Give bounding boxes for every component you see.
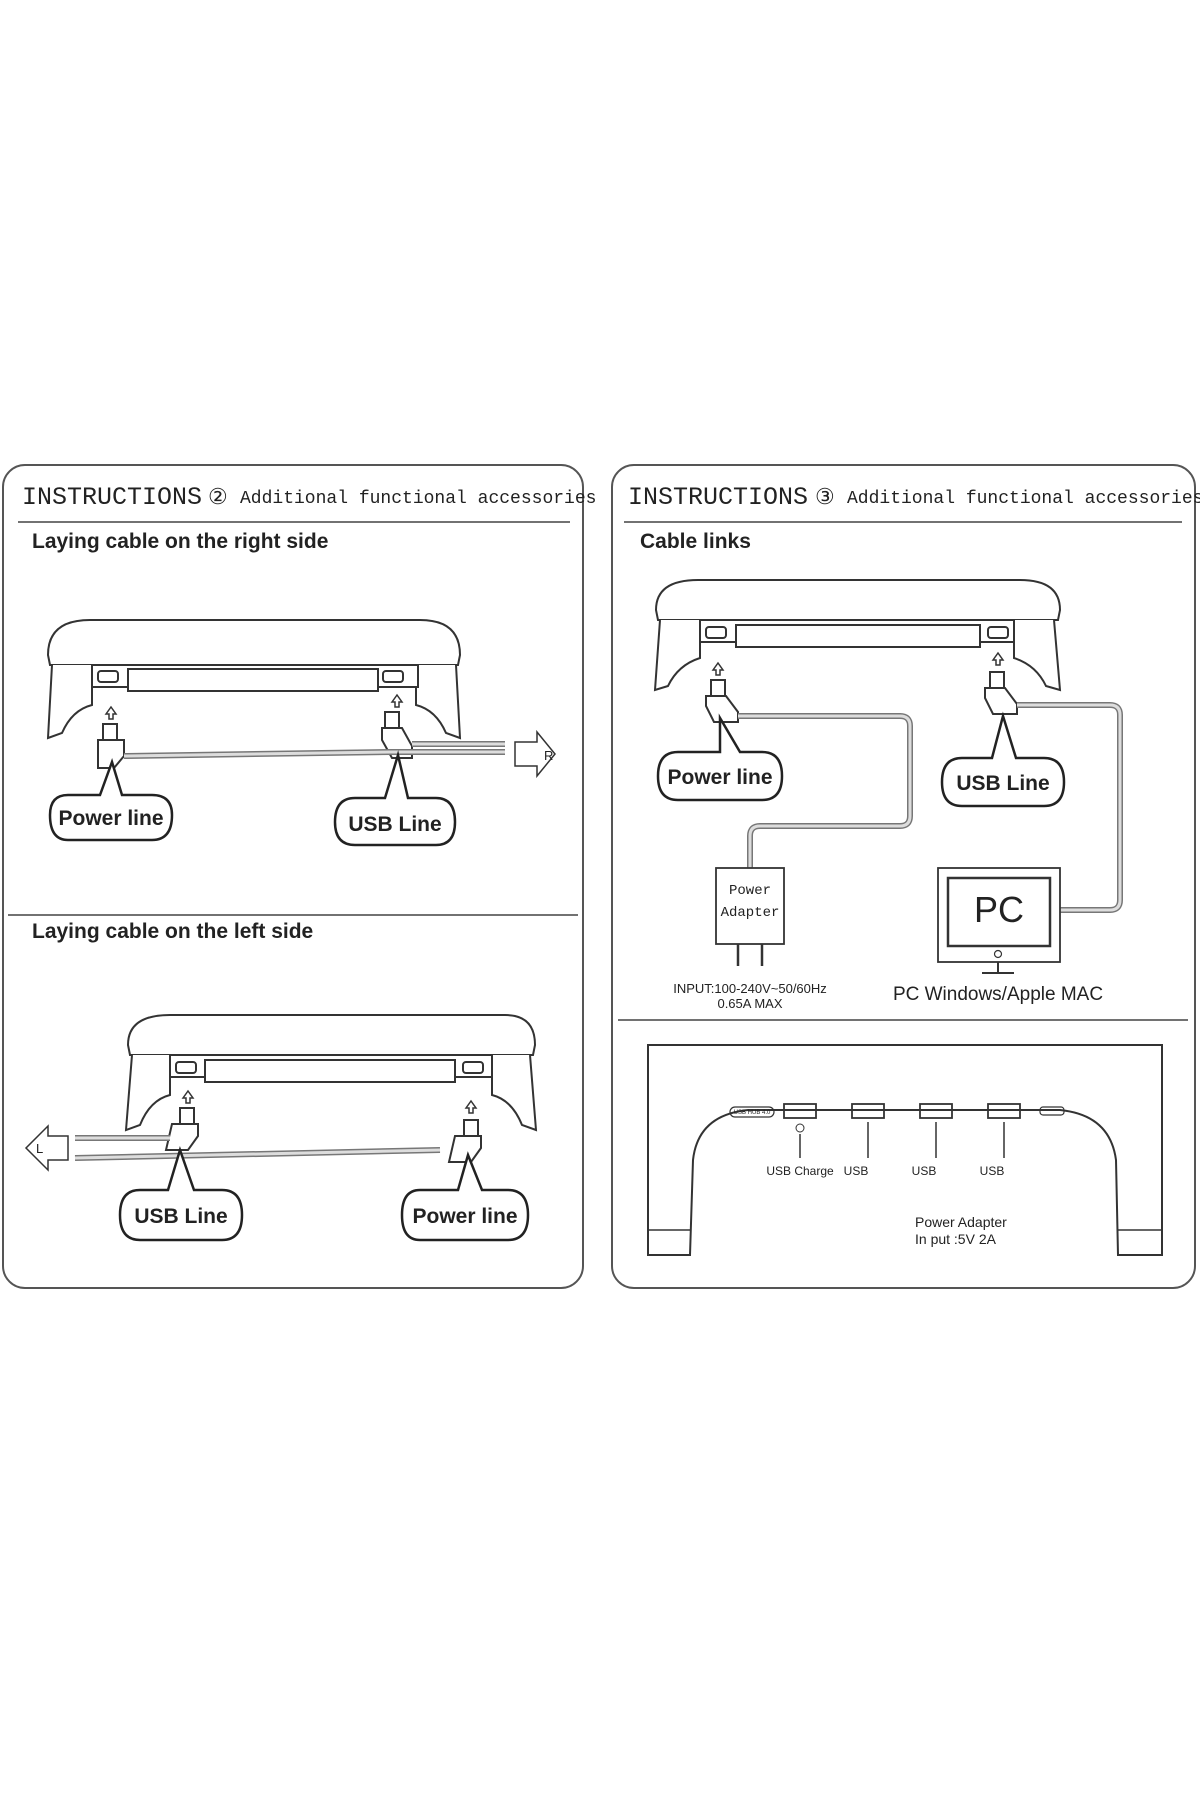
port-label-usb-charge: USB Charge [766,1164,834,1178]
panel-right-header-subtitle: Additional functional accessories [847,489,1200,509]
power-adapter-spec-line2: In put :5V 2A [915,1231,997,1247]
callout-usb-line-2: USB Line [118,1145,244,1242]
panel-right-header-title: INSTRUCTIONS [628,483,808,512]
panel-right-header-number: ③ [815,484,835,509]
arrow-l-label: L [36,1141,43,1156]
callout-power-line-3-label: Power line [667,766,772,789]
callout-power-line-1-label: Power line [58,807,163,830]
power-adapter-spec-line1: Power Adapter [915,1214,1007,1230]
port-label-usb-2: USB [912,1164,937,1178]
port-label-usb-3: USB [980,1164,1005,1178]
stand-illustration-cable-links [653,579,1123,974]
section-left-side-title: Laying cable on the left side [32,920,313,943]
section-cable-links-title: Cable links [640,530,751,553]
stand-illustration-left-side [24,1014,538,1172]
pc-screen-label: PC [974,889,1024,930]
panel-left-header-subtitle: Additional functional accessories [240,489,596,509]
callout-power-line-2-label: Power line [412,1205,517,1228]
callout-usb-line-3-label: USB Line [956,772,1049,795]
callout-usb-line-3: USB Line [940,711,1066,808]
panel-right: INSTRUCTIONS ③ Additional functional acc… [611,464,1200,1289]
adapter-input-line1: INPUT:100-240V~50/60Hz [673,981,827,996]
stand-illustration-right-side [46,619,556,779]
adapter-label-line2: Adapter [721,905,780,921]
callout-usb-line-2-label: USB Line [134,1205,227,1228]
adapter-label-line1: Power [729,883,771,899]
callout-usb-line-1: USB Line [333,750,457,847]
callout-power-line-1: Power line [48,758,174,842]
callout-usb-line-1-label: USB Line [348,813,441,836]
callout-power-line-3: Power line [656,713,784,802]
panel-left-frame [2,464,584,1289]
panel-left-header-title: INSTRUCTIONS [22,483,202,512]
stand-front-view [647,1044,1163,1256]
port-label-usb-1: USB [844,1164,869,1178]
panel-left: INSTRUCTIONS ② Additional functional acc… [2,464,596,1289]
arrow-r-label: R [544,748,553,763]
pc-caption: PC Windows/Apple MAC [893,984,1103,1005]
callout-power-line-2: Power line [400,1151,530,1242]
panel-left-header-number: ② [208,484,228,509]
hub-label: USB HUB 4.0 [734,1110,771,1116]
adapter-input-line2: 0.65A MAX [717,996,782,1011]
section-right-side-title: Laying cable on the right side [32,530,328,553]
